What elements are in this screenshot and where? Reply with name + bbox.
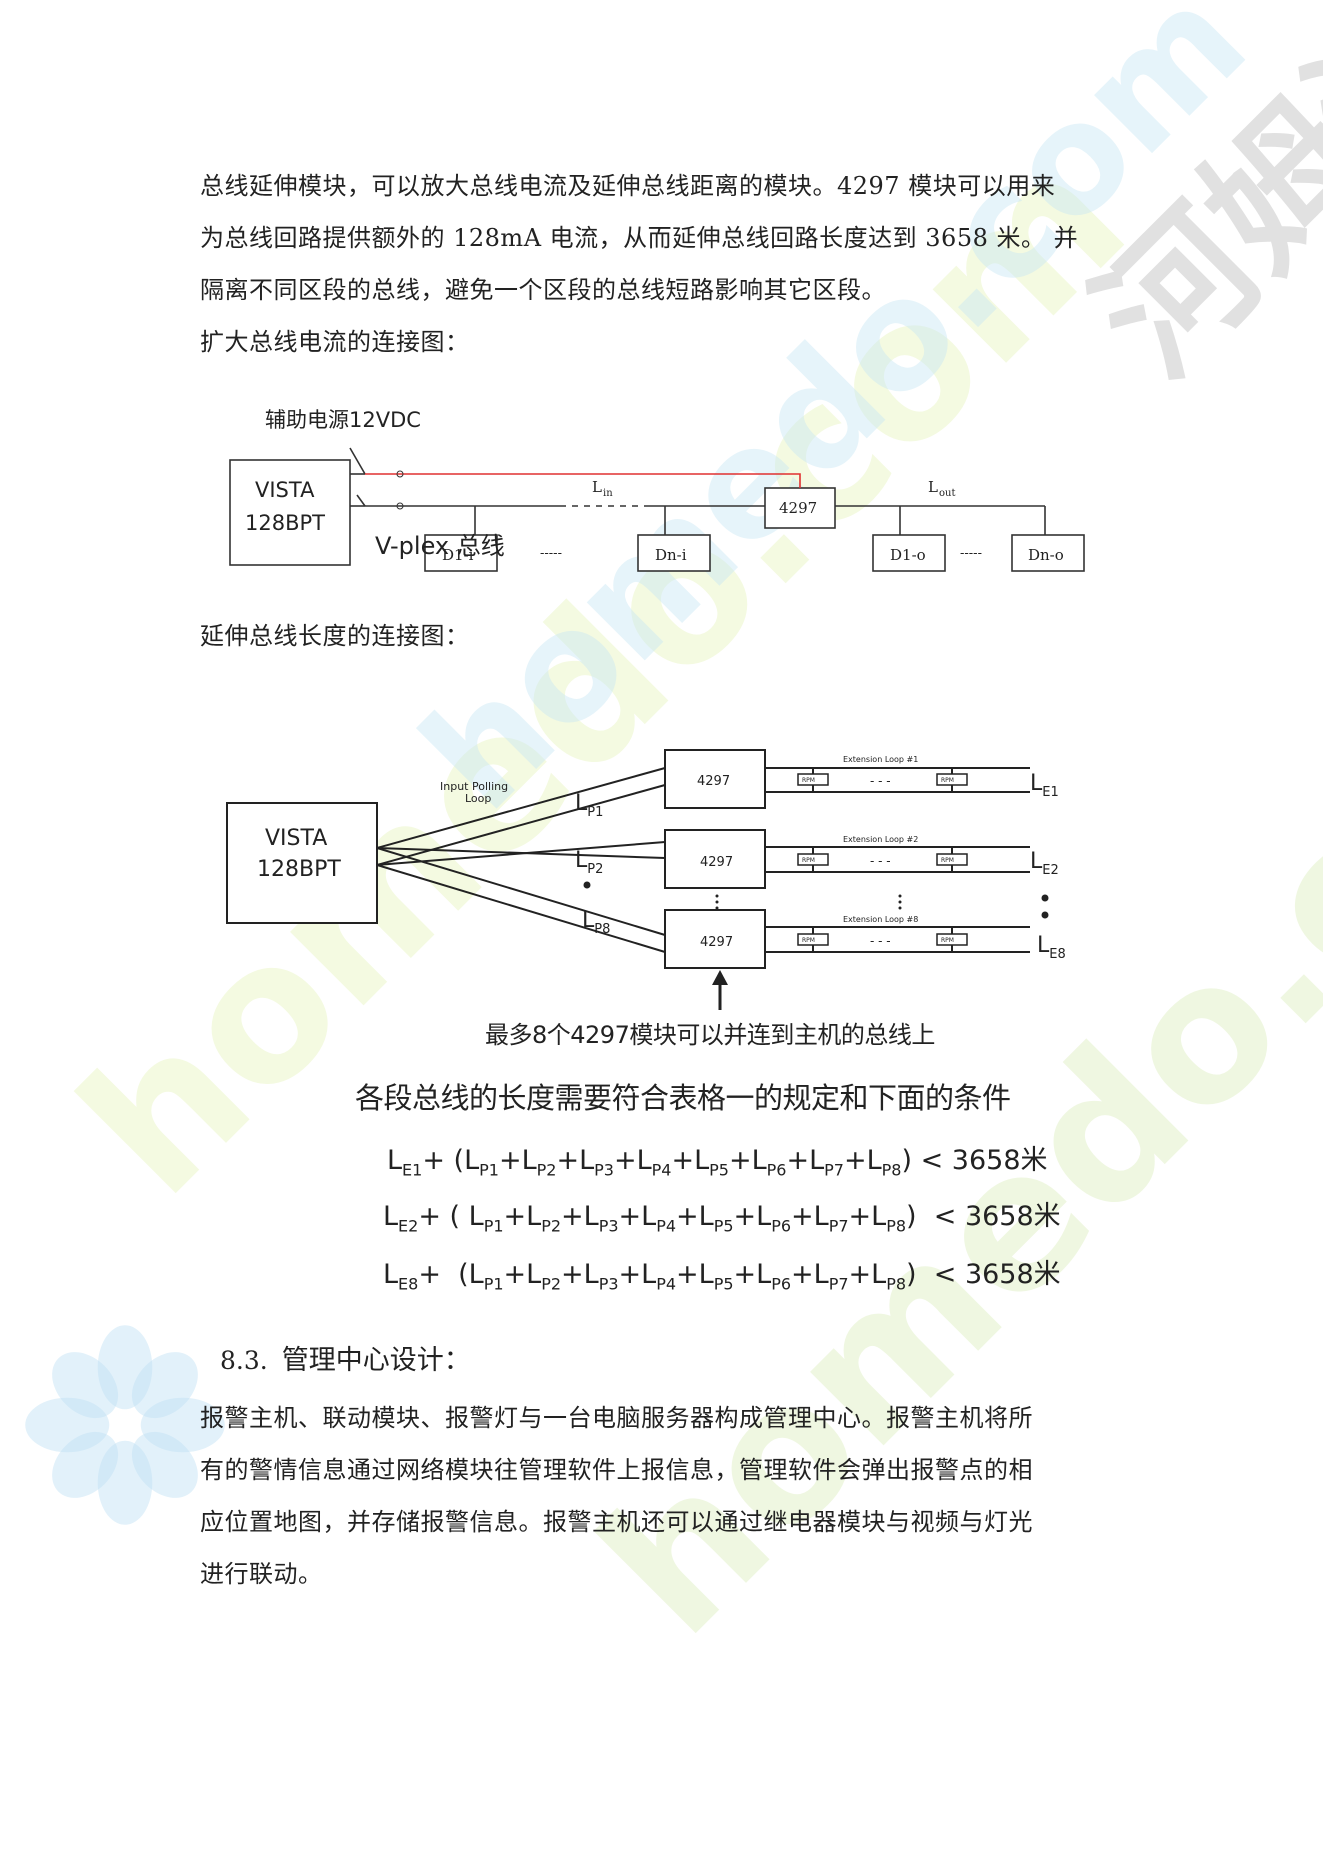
length-extension-diagram: RPM RPM RPM RPM RPM RPM VISTA 128BPT Inp… [226,749,1066,1049]
device-dn-i-label: Dn-i [655,546,687,564]
module-4297-1 [664,749,766,809]
module-label-2: 4297 [700,855,733,870]
lp8-label: LP8 [582,908,610,937]
device-d1-i [424,534,498,572]
intro-line-3: 隔离不同区段的总线，避免一个区段的总线短路影响其它区段。 [200,276,886,304]
mgmt-line-4: 进行联动。 [200,1560,323,1588]
ext-loop-8: Extension Loop #8 [843,915,918,924]
panel2-label-2: 128BPT [257,857,341,882]
condition-equation-3: LE8+ (LP1+LP2+LP3+LP4+LP5+LP6+LP7+LP8) <… [383,1259,1061,1294]
management-paragraph: 报警主机、联动模块、报警灯与一台电脑服务器构成管理中心。报警主机将所 有的警情信… [200,1392,1125,1600]
module-label: 4297 [779,499,817,517]
conditions-title: 各段总线的长度需要符合表格一的规定和下面的条件 [355,1081,1011,1115]
rpm-device-1a [797,773,829,786]
dev-dashes-8: - - - [870,934,891,948]
dashes-in: ----- [540,546,562,561]
dev-dashes-2: - - - [870,854,891,868]
device-d1-i-label: D1-i [442,546,474,564]
dev-dashes-1: - - - [870,774,891,788]
caption-length-diagram: 延伸总线长度的连接图： [200,622,470,650]
rpm-device-8a [797,933,829,946]
device-dn-i [637,534,711,572]
panel2-label-1: VISTA [265,826,327,851]
bus-label: V-plex 总线 [375,532,505,560]
lout-label: L [928,478,938,496]
flower-logo-icon [25,1325,225,1525]
module-label-8: 4297 [700,935,733,950]
section-title: 管理中心设计： [281,1345,471,1376]
module-label-1: 4297 [697,774,730,789]
module-4297 [764,487,836,529]
rpm-label-2a: RPM [802,857,815,864]
device-d1-o [872,534,946,572]
rpm-label-8b: RPM [941,937,954,944]
rpm-label-1b: RPM [941,777,954,784]
mgmt-line-1: 报警主机、联动模块、报警灯与一台电脑服务器构成管理中心。报警主机将所 [200,1404,1033,1432]
section-number: 8.3. [220,1346,268,1375]
rpm-device-1b [936,773,968,786]
lout-sub: out [939,488,955,499]
intro-paragraph: 总线延伸模块，可以放大总线电流及延伸总线距离的模块。4297 模块可以用来 为总… [200,160,1125,316]
input-loop-label-1: Input Polling [440,780,508,793]
module-4297-2 [664,829,766,889]
mgmt-line-2: 有的警情信息通过网络模块往管理软件上报信息，管理软件会弹出报警点的相 [200,1456,1033,1484]
le2-label: LE2 [1030,849,1059,878]
ext-loop-1: Extension Loop #1 [843,755,918,764]
current-extension-diagram: 辅助电源12VDC VISTA 128BPT V-plex 总线 4297 L … [229,408,1085,572]
dashes-out: ----- [960,546,982,561]
panel-label-2: 128BPT [245,511,325,535]
lin-sub: in [603,488,613,499]
panel-box-2 [226,802,378,924]
module-count-note: 最多8个4297模块可以并连到主机的总线上 [485,1021,935,1049]
lp2-label: LP2 [575,848,603,877]
caption-current-diagram: 扩大总线电流的连接图： [200,328,470,356]
mgmt-line-3: 应位置地图，并存储报警信息。报警主机还可以通过继电器模块与视频与灯光 [200,1508,1033,1536]
device-d1-o-label: D1-o [890,546,926,564]
rpm-device-2a [797,853,829,866]
lp1-label: LP1 [575,791,603,820]
rpm-label-2b: RPM [941,857,954,864]
intro-line-2: 为总线回路提供额外的 128mA 电流，从而延伸总线回路长度达到 3658 米。… [200,224,1079,252]
le1-label: LE1 [1030,771,1059,800]
device-dn-o-label: Dn-o [1028,546,1064,564]
intro-line-1: 总线延伸模块，可以放大总线电流及延伸总线距离的模块。4297 模块可以用来 [200,172,1056,200]
condition-equation-2: LE2+ ( LP1+LP2+LP3+LP4+LP5+LP6+LP7+LP8) … [383,1201,1061,1236]
ext-loop-2: Extension Loop #2 [843,835,918,844]
panel-box [229,459,351,566]
le8-label: LE8 [1037,933,1066,962]
panel-label-1: VISTA [255,478,315,502]
rpm-label-8a: RPM [802,937,815,944]
up-arrow-icon [712,970,728,1010]
input-loop-label-2: Loop [465,792,491,805]
rpm-label-1a: RPM [802,777,815,784]
lin-label: L [592,478,602,496]
switch-icon [349,447,366,475]
aux-power-line [365,473,801,488]
section-heading: 8.3. 管理中心设计： [220,1338,471,1377]
device-dn-o [1011,534,1085,572]
rpm-device-2b [936,853,968,866]
aux-power-label: 辅助电源12VDC [265,408,421,432]
rpm-device-8b [936,933,968,946]
module-4297-8 [664,909,766,969]
condition-equation-1: LE1+ (LP1+LP2+LP3+LP4+LP5+LP6+LP7+LP8) <… [387,1145,1048,1180]
